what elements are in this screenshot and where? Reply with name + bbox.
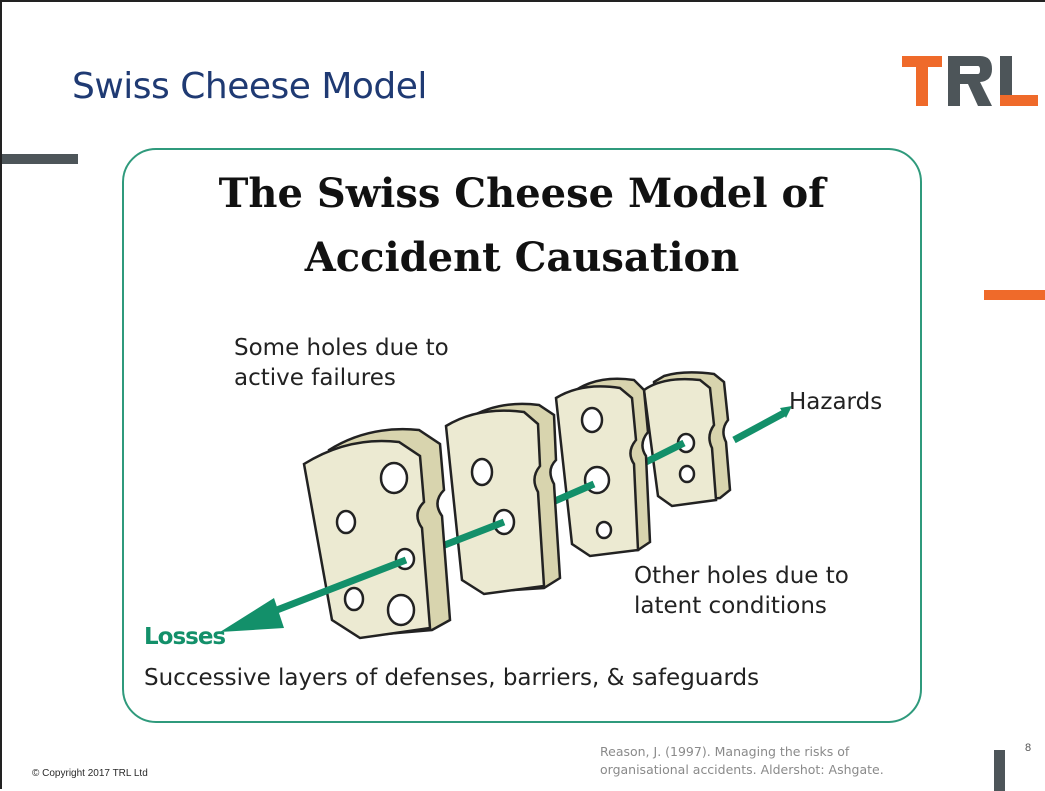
reference-citation: Reason, J. (1997). Managing the risks of… xyxy=(600,743,960,779)
cheese-slice-4 xyxy=(642,371,732,508)
accent-bar-grey xyxy=(2,154,78,164)
hazard-arrow-tail xyxy=(732,409,786,444)
accent-bar-bottom xyxy=(994,750,1005,791)
reference-line-2: organisational accidents. Aldershot: Ash… xyxy=(600,762,884,777)
reference-line-1: Reason, J. (1997). Managing the risks of xyxy=(600,744,850,759)
accent-bar-orange xyxy=(984,290,1045,300)
trl-logo xyxy=(900,52,1040,112)
diagram-heading-line2: Accident Causation xyxy=(304,234,740,281)
latent-conditions-note: Other holes due to latent conditions xyxy=(634,563,849,619)
diagram-caption: Successive layers of defenses, barriers,… xyxy=(144,665,760,691)
swiss-cheese-diagram xyxy=(220,371,792,640)
cheese-slice-1 xyxy=(302,427,452,640)
cheese-slice-2 xyxy=(444,402,562,596)
copyright-text: © Copyright 2017 TRL Ltd xyxy=(32,768,148,779)
page-number: 8 xyxy=(1025,742,1032,754)
slide-title: Swiss Cheese Model xyxy=(72,66,427,107)
hazards-label: Hazards xyxy=(789,389,883,415)
losses-arrowhead xyxy=(220,598,284,632)
arrow-to-losses xyxy=(262,556,408,619)
losses-label: Losses xyxy=(144,624,226,650)
cheese-slice-3 xyxy=(554,377,652,558)
diagram-panel: The Swiss Cheese Model of Accident Causa… xyxy=(122,148,922,723)
diagram-heading-line1: The Swiss Cheese Model of xyxy=(218,170,826,217)
hazard-arrow-dot xyxy=(780,406,792,418)
active-failures-note: Some holes due to active failures xyxy=(234,335,449,391)
